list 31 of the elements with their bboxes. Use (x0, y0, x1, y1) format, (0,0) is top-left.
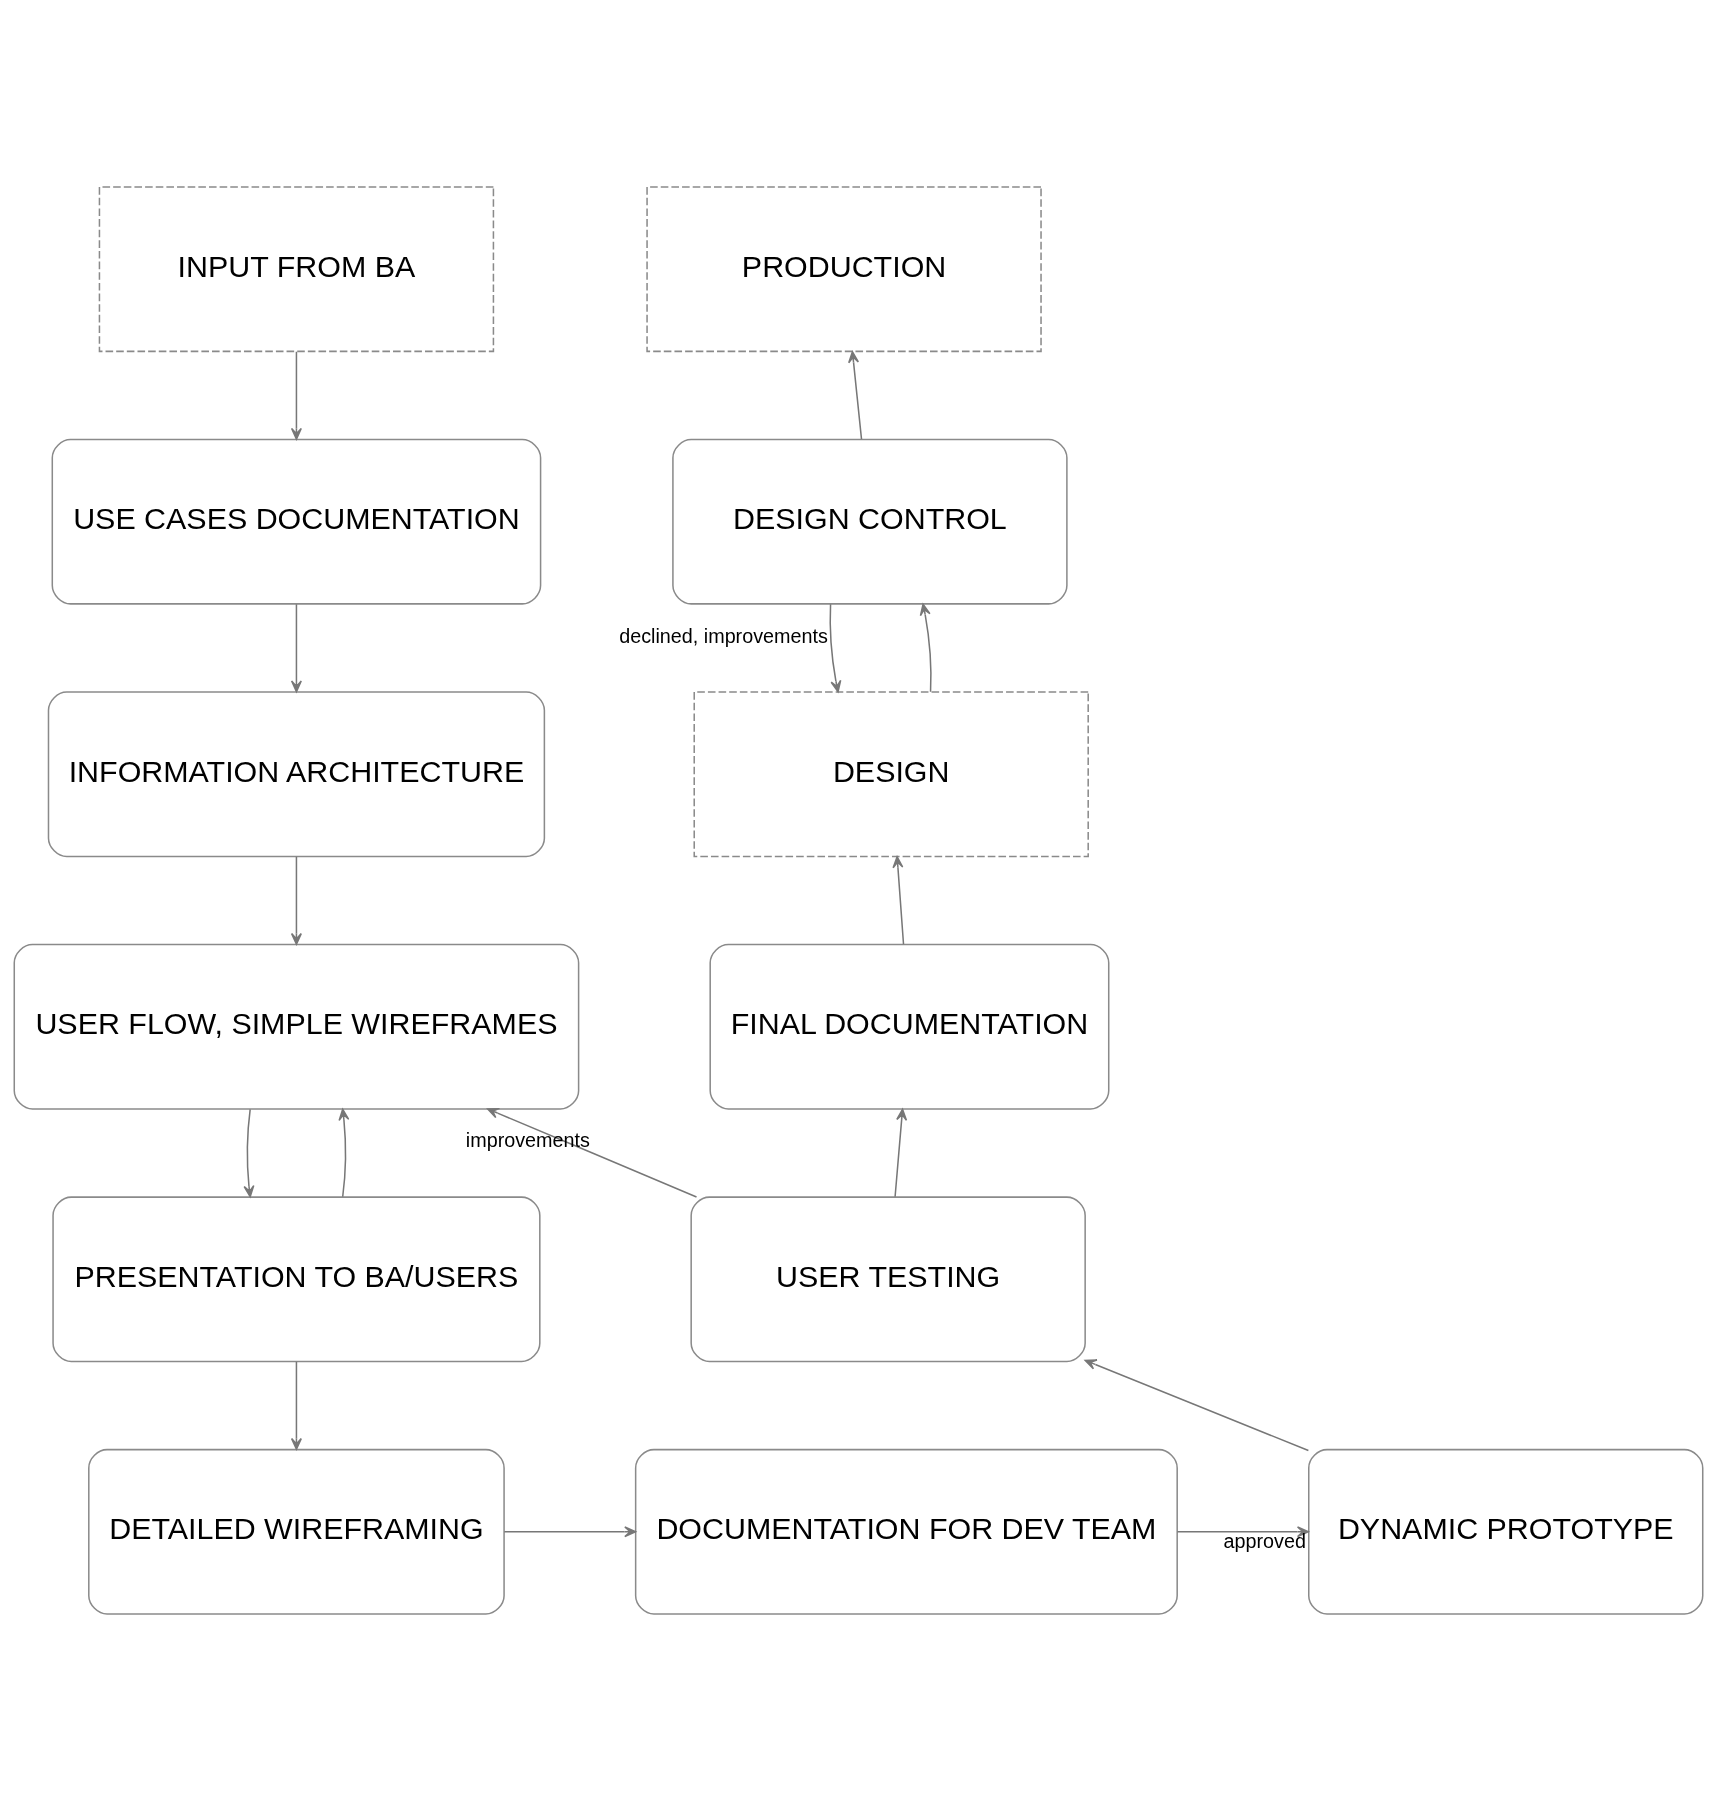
node-box: FINAL DOCUMENTATION (709, 943, 1110, 1110)
arrow (829, 603, 842, 693)
node-box: DESIGN CONTROL (672, 438, 1068, 605)
arrow (338, 1108, 350, 1198)
node-box: INFORMATION ARCHITECTURE (47, 691, 546, 858)
node-box: DESIGN (693, 691, 1089, 858)
node-box: DOCUMENTATION FOR DEV TEAM (634, 1448, 1178, 1615)
node-box: USE CASES DOCUMENTATION (51, 438, 542, 605)
arrow (290, 351, 302, 440)
node-box: PRODUCTION (646, 186, 1042, 353)
node-box: USER TESTING (690, 1196, 1086, 1363)
arrow (894, 1108, 908, 1198)
arrow (290, 603, 302, 693)
arrow (919, 603, 932, 693)
arrow (1176, 1526, 1309, 1538)
node-box: DETAILED WIREFRAMING (88, 1448, 505, 1615)
arrow (1084, 1359, 1310, 1452)
arrow (243, 1108, 255, 1198)
arrow (503, 1526, 637, 1538)
arrow (290, 856, 302, 945)
edge-label: approved (1223, 1529, 1306, 1552)
arrow (290, 1361, 302, 1450)
arrow (487, 1107, 698, 1198)
arrow (892, 856, 905, 945)
edge-label: improvements (465, 1129, 590, 1152)
node-box: INPUT FROM BA (98, 186, 495, 353)
node-box: DYNAMIC PROTOTYPE (1308, 1448, 1704, 1615)
arrow (848, 351, 863, 440)
node-box: PRESENTATION TO BA/USERS (52, 1196, 541, 1363)
node-box: USER FLOW, SIMPLE WIREFRAMES (13, 943, 580, 1110)
edge-label: declined, improvements (619, 625, 828, 648)
